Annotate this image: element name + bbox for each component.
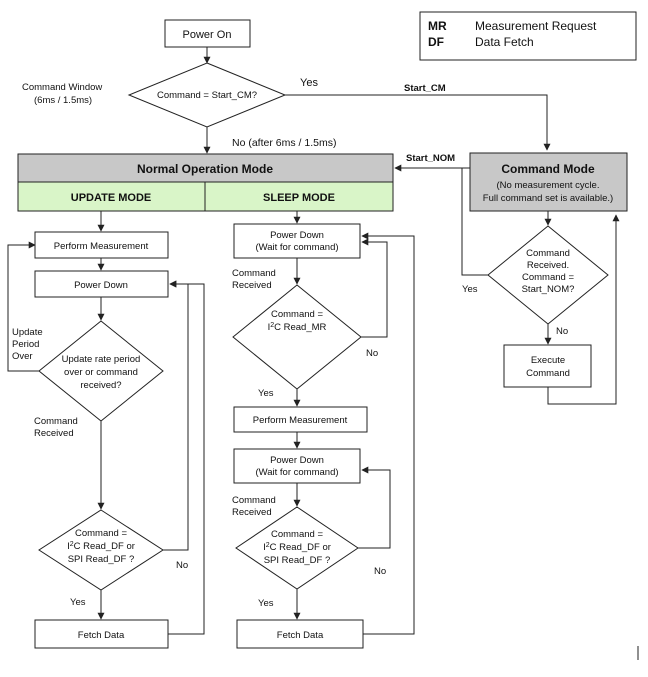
command-mode-sub1: (No measurement cycle. [497,180,600,191]
start-nom-arrow-label: Start_NOM [406,153,455,164]
power-on-box [164,19,251,48]
start-nom-no-label: No [556,326,568,337]
no-after-label: No (after 6ms / 1.5ms) [232,137,336,149]
update-mode-header [17,181,206,212]
sleep-cmd-received2-l1: Command [232,495,276,506]
start-nom-yes-label: Yes [462,284,478,295]
sleep-fetch-data-label: Fetch Data [277,630,324,641]
power-on-label: Power On [183,29,232,41]
sleep-df-dec-l2: I2C Read_DF or [263,542,331,553]
update-rate-dec-l3: received? [80,380,121,391]
update-fetch-no-label: No [176,560,188,571]
sleep-mr-decision [232,284,362,390]
sleep-cmd-received-l2: Received [232,280,272,291]
command-mode-sub2: Full command set is available.) [483,193,613,204]
start-nom-dec-l3: Command = [522,272,574,283]
start-cm-yes-label: Yes [300,77,318,89]
start-nom-dec-l1: Command [526,248,570,259]
sleep-df-dec-l3: SPI Read_DF ? [264,555,331,566]
execute-command-box [503,344,592,388]
update-rate-dec-l1: Update rate period [62,354,141,365]
update-mode-title: UPDATE MODE [71,192,151,204]
update-rate-dec-l2: over or command [64,367,138,378]
sleep-mode-title: SLEEP MODE [263,192,335,204]
command-mode-title: Command Mode [501,162,595,176]
sleep-df-no-label: No [374,566,386,577]
start-cm-arrow-label: Start_CM [404,83,446,94]
start-nom-dec-l2: Received. [527,260,569,271]
sleep-power-down-l1: Power Down [270,230,324,241]
update-period-l1: Update [12,327,43,338]
update-fetch-dec-l3: SPI Read_DF ? [68,554,135,565]
sleep-mr-yes-label: Yes [258,388,274,399]
execute-command-l1: Execute [531,355,565,366]
start-cm-decision-label: Command = Start_CM? [157,90,257,101]
sleep-perform-measurement-box [233,406,368,433]
update-fetch-data-label: Fetch Data [78,630,125,641]
execute-command-l2: Command [526,368,570,379]
sleep-power-down-l2: (Wait for command) [255,242,338,253]
update-cmd-received-l1: Command [34,416,78,427]
legend-abbr-mr: MR [428,19,447,33]
update-fetch-dec-l1: Command = [75,528,127,539]
update-cmd-received-l2: Received [34,428,74,439]
sleep-mode-header [204,181,394,212]
start-nom-dec-l4: Start_NOM? [522,284,575,295]
sleep-mr-dec-l1: Command = [271,309,323,320]
sleep-power-down2-l1: Power Down [270,455,324,466]
update-fetch-data-box [34,619,169,649]
sleep-mr-no-label: No [366,348,378,359]
update-period-l3: Over [12,351,33,362]
normal-operation-title: Normal Operation Mode [137,162,273,176]
sleep-fetch-data-box [236,619,364,649]
sleep-cmd-received-l1: Command [232,268,276,279]
legend-abbr-df: DF [428,35,444,49]
command-window-time: (6ms / 1.5ms) [34,95,92,106]
update-perform-measurement-box [34,231,169,259]
legend-text-df: Data Fetch [475,35,534,49]
update-fetch-yes-label: Yes [70,597,86,608]
sleep-mr-dec-l2: I2C Read_MR [268,322,327,333]
sleep-power-down2-box [233,448,361,484]
update-perform-measurement-label: Perform Measurement [54,241,149,252]
sleep-df-yes-label: Yes [258,598,274,609]
update-fetch-dec-l2: I2C Read_DF or [67,541,135,552]
command-mode-box [469,152,628,212]
update-period-l2: Period [12,339,39,350]
sleep-power-down2-l2: (Wait for command) [255,467,338,478]
sleep-perform-measurement-label: Perform Measurement [253,415,348,426]
update-power-down-label: Power Down [74,280,128,291]
sleep-df-dec-l1: Command = [271,529,323,540]
command-window-label: Command Window [22,82,102,93]
legend-text-mr: Measurement Request [475,19,597,33]
legend-box: MR Measurement Request DF Data Fetch [419,11,637,61]
sleep-cmd-received2-l2: Received [232,507,272,518]
